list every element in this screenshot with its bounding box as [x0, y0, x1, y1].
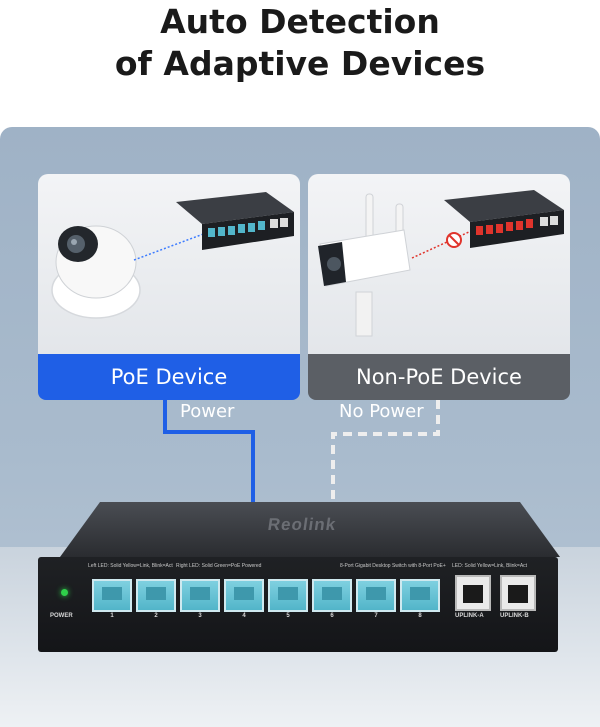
poe-camera-illustration [51, 192, 294, 319]
port-number: 3 [198, 613, 202, 619]
poe-port-5 [268, 579, 308, 612]
blocked-icon [446, 232, 462, 248]
switch-top-panel [60, 502, 560, 557]
uplink-a-label: UPLINK-A [455, 613, 484, 619]
product-scene: PoE Device [0, 127, 600, 727]
no-power-line [331, 400, 440, 574]
poe-device-card [38, 174, 300, 354]
port-number: 5 [286, 613, 290, 619]
non-poe-device-label: Non-PoE Device [308, 354, 570, 400]
no-power-line-label: No Power [339, 401, 424, 422]
port-number: 4 [242, 613, 246, 619]
uplink-port-a [455, 575, 491, 611]
right-led-note: Right LED: Solid Green=PoE Powered [176, 563, 262, 569]
bullet-camera-icon [318, 193, 411, 337]
headline-line-1: Auto Detection [160, 2, 440, 41]
power-label: POWER [50, 613, 73, 619]
power-led [61, 589, 68, 596]
port-number: 2 [154, 613, 158, 619]
port-number: 6 [330, 613, 334, 619]
poe-port-2 [136, 579, 176, 612]
left-led-note: Left LED: Solid Yellow=Link, Blink=Act [88, 563, 173, 569]
dome-camera-icon [51, 225, 141, 319]
headline-line-2: of Adaptive Devices [114, 44, 486, 83]
port-number: 1 [110, 613, 114, 619]
port-number: 8 [418, 613, 422, 619]
uplink-led-note: LED: Solid Yellow=Link, Blink=Act [452, 563, 528, 569]
non-poe-camera-illustration [318, 190, 564, 337]
poe-port-8 [400, 579, 440, 612]
non-poe-device-card [308, 174, 570, 354]
mini-switch-icon [176, 192, 294, 250]
poe-port-6 [312, 579, 352, 612]
power-line-label: Power [180, 401, 235, 422]
model-note: 8-Port Gigabit Desktop Switch with 8-Por… [340, 563, 446, 569]
switch-brand-logo: Reolink [266, 515, 338, 534]
poe-port-1 [92, 579, 132, 612]
poe-port-4 [224, 579, 264, 612]
poe-device-label: PoE Device [38, 354, 300, 400]
mini-switch-icon [444, 190, 564, 248]
poe-port-7 [356, 579, 396, 612]
uplink-port-b [500, 575, 536, 611]
port-number: 7 [374, 613, 378, 619]
poe-port-3 [180, 579, 220, 612]
uplink-b-label: UPLINK-B [500, 613, 529, 619]
